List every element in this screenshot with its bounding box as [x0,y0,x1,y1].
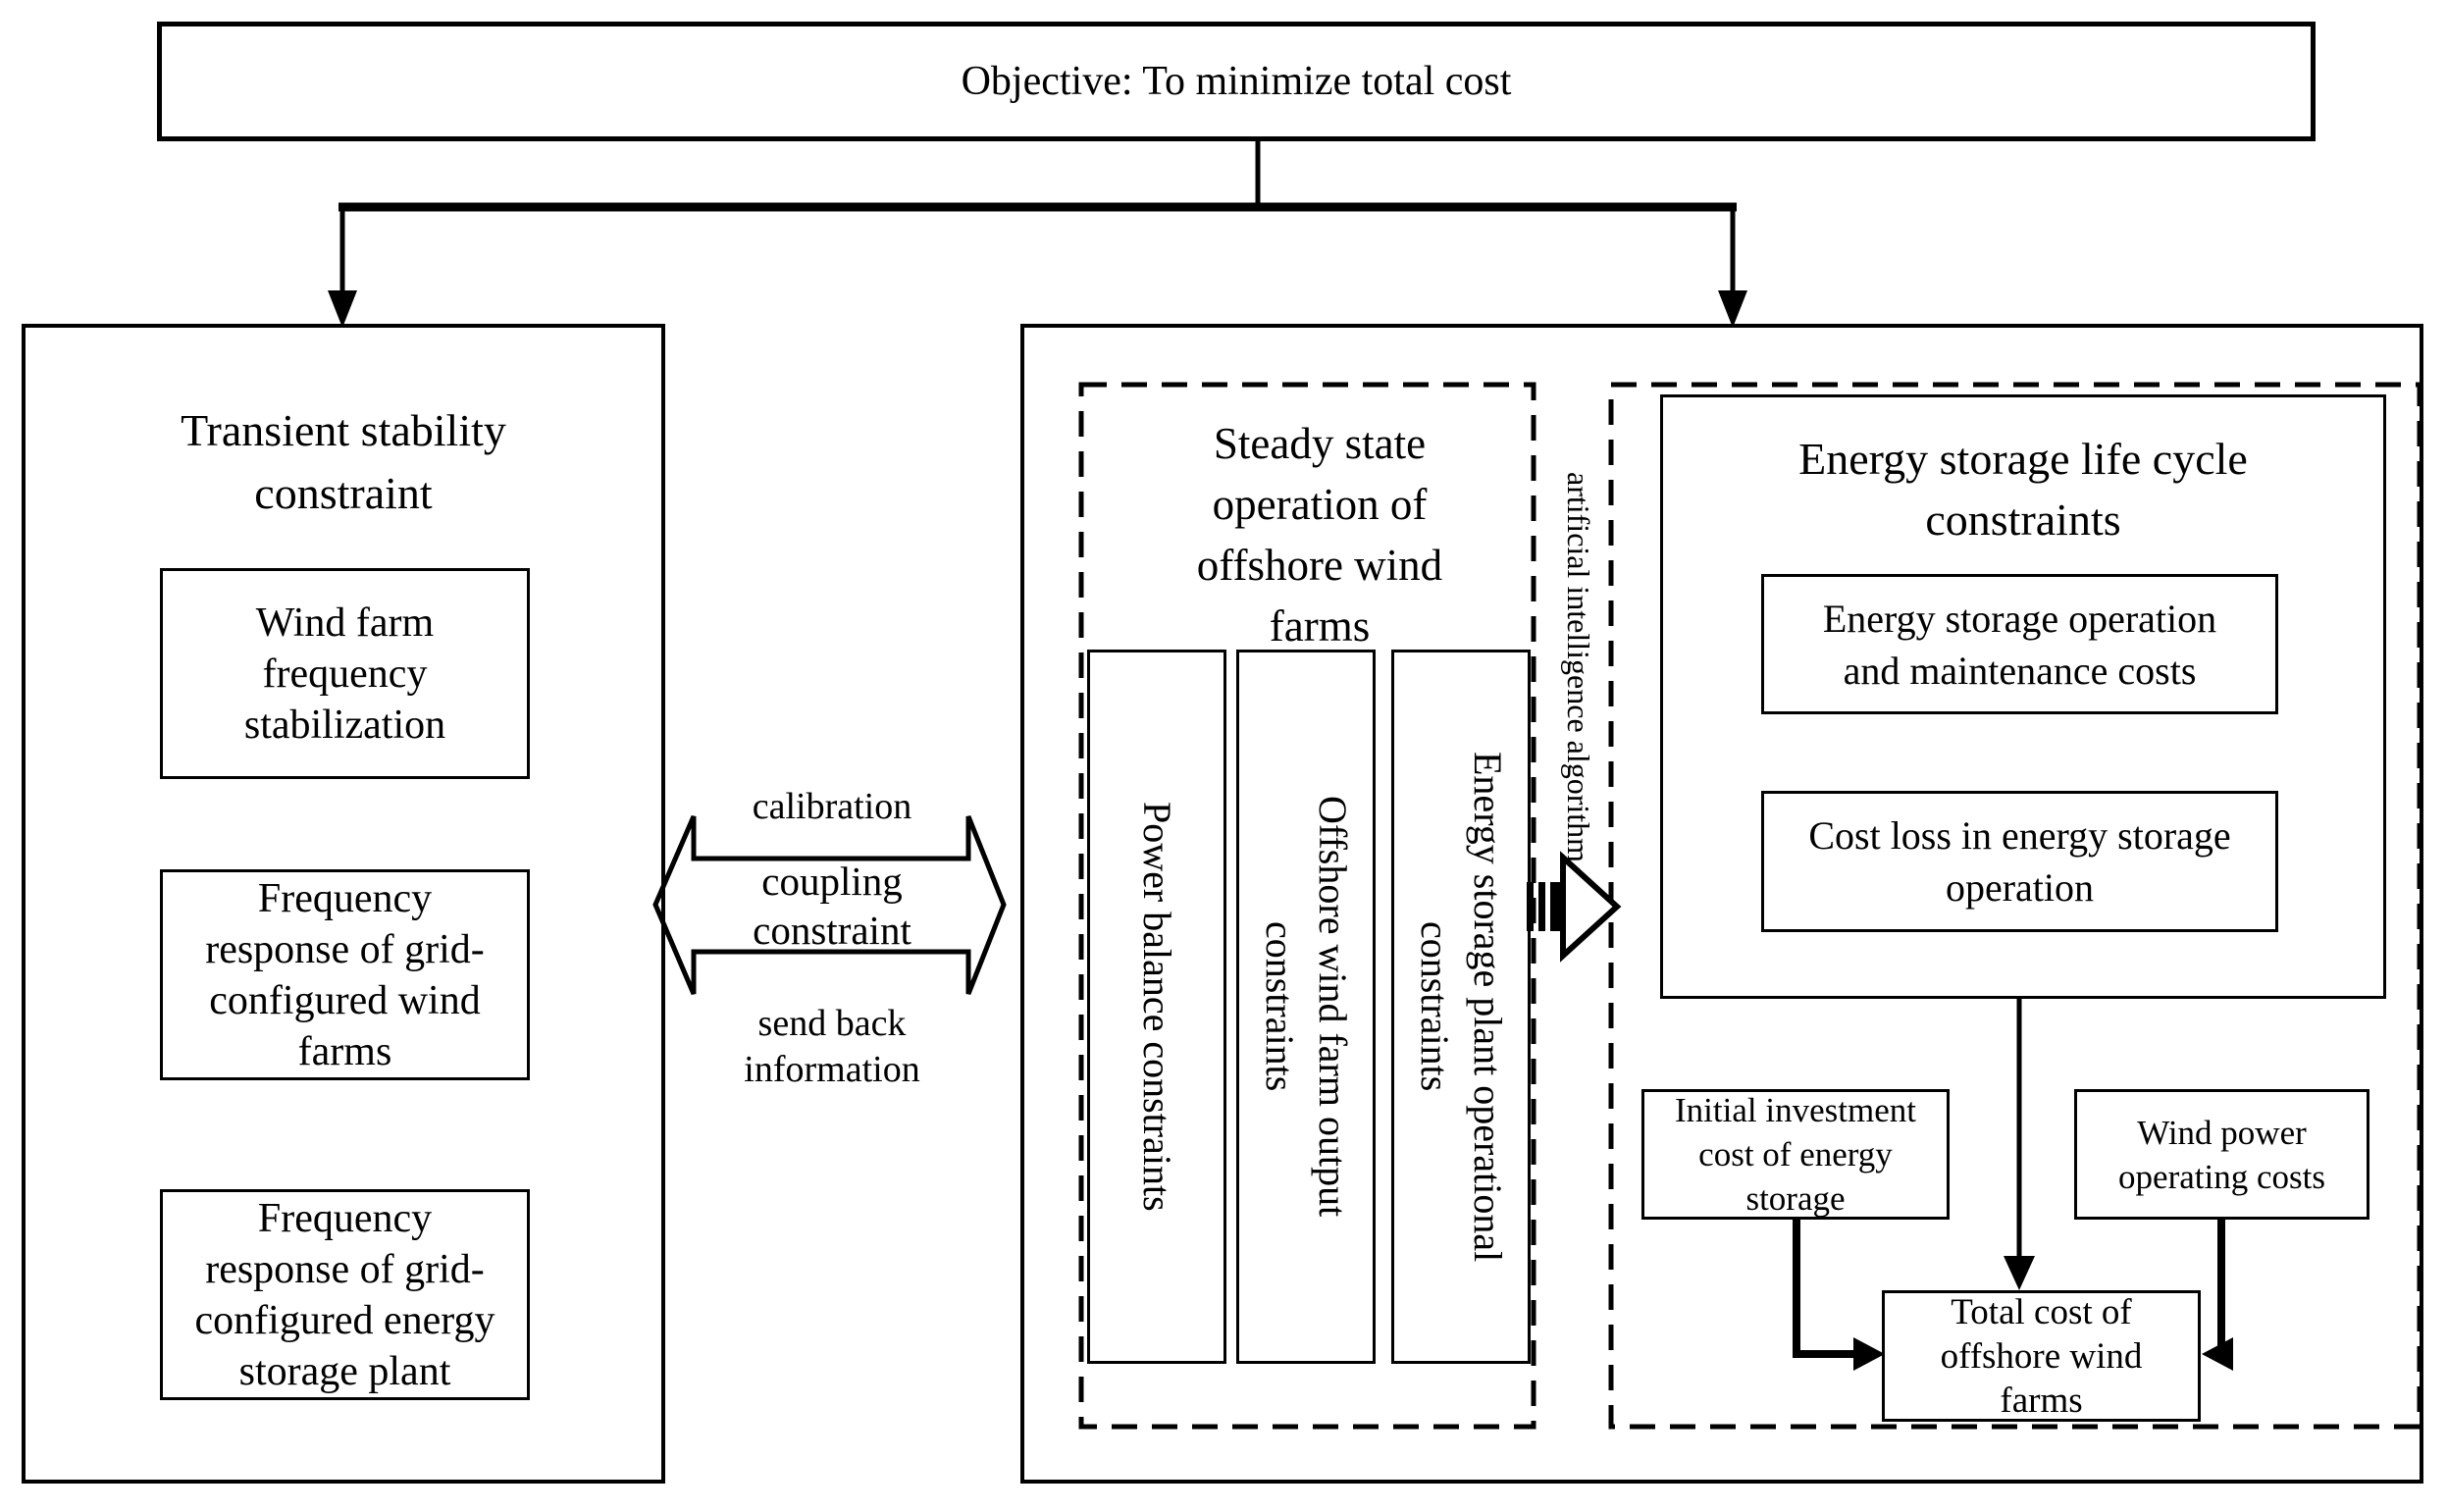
branch-left-arrowhead-icon [328,290,357,328]
box-text-line: Total cost of [1951,1291,2132,1332]
om-costs-box: Energy storage operation and maintenance… [1761,574,2278,714]
frequency-response-storage-box: Frequency response of grid- configured e… [160,1189,530,1400]
objective-box: Objective: To minimize total cost [157,22,2316,141]
vertical-text: Power balance constraints [1130,802,1183,1212]
steady-title-line: farms [1269,601,1371,651]
box-text-line: Initial investment [1675,1091,1916,1129]
lifecycle-box [1660,394,2386,999]
steady-title-line: Steady state [1213,419,1427,468]
box-text-line: Wind power [2137,1113,2307,1152]
box-text-line: Cost loss in energy storage [1808,813,2231,858]
box-text-line: stabilization [243,702,446,748]
box-text-line: farms [2000,1380,2083,1421]
lifecycle-title-line: constraints [1925,495,2121,545]
frequency-response-wind-box: Frequency response of grid- configured w… [160,869,530,1080]
objective-label: Objective: To minimize total cost [961,59,1512,104]
box-text-line: and maintenance costs [1843,648,2197,693]
ai-algorithm-label: artificial intelligence algorithm [1542,469,1615,865]
box-text-line: operation [1945,865,2095,910]
transient-panel-title: Transient stability constraint [59,399,628,525]
branch-right-arrowhead-icon [1718,290,1747,328]
cost-loss-box: Cost loss in energy storage operation [1761,791,2278,932]
wind-farm-frequency-box: Wind farm frequency stabilization [160,568,530,779]
vbox-text-line: constraints [1413,921,1457,1092]
box-text-line: operating costs [2118,1157,2325,1196]
box-text-line: farms [297,1028,392,1074]
coupling-text-line: coupling [761,859,903,904]
send-back-text-line: send back [757,1003,907,1044]
transient-panel-title-line: Transient stability [181,405,506,455]
vertical-text: Energy storage plant operational constra… [1408,752,1514,1262]
wind-power-costs-box: Wind power operating costs [2074,1089,2369,1220]
box-text-line: offshore wind [1940,1335,2143,1377]
wind-to-total-arrowhead-icon [2202,1337,2233,1371]
initial-to-total-line [1793,1220,1856,1358]
box-text-line: configured wind [209,977,481,1023]
lifecycle-title-line: Energy storage life cycle [1798,434,2248,484]
box-text-line: storage plant [238,1348,451,1394]
initial-investment-box: Initial investment cost of energy storag… [1641,1089,1950,1220]
send-back-label: send back information [655,1001,1009,1093]
transient-panel-title-line: constraint [254,468,433,518]
vertical-text: Offshore wind farm output constraints [1253,796,1359,1217]
offshore-output-box: Offshore wind farm output constraints [1236,650,1376,1364]
box-text-line: storage [1745,1179,1846,1218]
vbox-text-line: constraints [1258,921,1302,1092]
initial-to-total-arrowhead-icon [1853,1337,1885,1371]
vbox-text-line: Power balance constraints [1135,802,1179,1212]
box-text-line: response of grid- [205,926,485,972]
steady-title-line: operation of [1212,480,1428,529]
box-text-line: cost of energy [1698,1135,1893,1173]
vbox-text-line: Energy storage plant operational [1466,751,1510,1263]
coupling-double-arrow-icon [652,815,1007,995]
total-cost-box: Total cost of offshore wind farms [1882,1290,2201,1422]
calibration-text: calibration [752,786,912,827]
coupling-text-line: constraint [753,908,911,953]
send-back-text-line: information [744,1049,920,1090]
lifecycle-to-total-arrowhead-icon [2004,1256,2035,1290]
storage-operational-box: Energy storage plant operational constra… [1391,650,1531,1364]
calibration-label: calibration [655,784,1009,830]
steady-panel-title: Steady state operation of offshore wind … [1104,413,1536,656]
optimization-panel [1020,324,2423,1484]
transient-panel [22,324,665,1484]
box-text-line: Energy storage operation [1822,596,2217,641]
vbox-text-line: Offshore wind farm output [1311,796,1355,1218]
ai-algorithm-text: artificial intelligence algorithm [1561,471,1596,863]
box-text-line: Frequency [257,1195,433,1241]
box-text-line: configured energy [194,1297,495,1343]
power-balance-box: Power balance constraints [1087,650,1226,1364]
box-text-line: response of grid- [205,1246,485,1292]
box-text-line: Wind farm [255,600,435,646]
lifecycle-title: Energy storage life cycle constraints [1709,429,2337,550]
box-text-line: Frequency [257,875,433,921]
steady-title-line: offshore wind [1196,541,1443,590]
coupling-constraint-label: coupling constraint [685,857,979,955]
box-text-line: frequency [262,651,428,697]
